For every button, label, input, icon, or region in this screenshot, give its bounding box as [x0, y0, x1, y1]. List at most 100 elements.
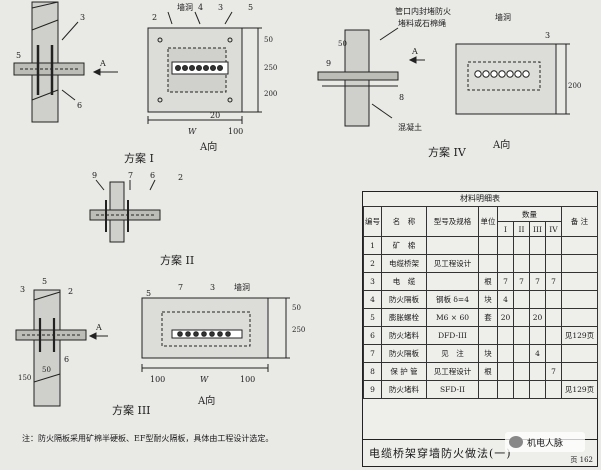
- callout-2d: 2: [68, 287, 73, 296]
- cell-spec: 钢板 δ=4: [426, 290, 479, 309]
- direction-a-3: A: [95, 323, 102, 332]
- callout-7b: 7: [178, 283, 183, 292]
- dim-200: 200: [264, 90, 277, 98]
- cell-spec: DFD-III: [426, 326, 479, 345]
- wall-hole-label-4: 墙洞: [495, 12, 511, 22]
- cell-unit: [478, 236, 498, 255]
- dim-100: 100: [228, 127, 243, 136]
- cell-qty-3: 7: [529, 272, 546, 291]
- cell-spec: [426, 272, 479, 291]
- callout-7: 7: [128, 171, 133, 180]
- scheme-2-labels: 9 7 6 2 方案 II: [92, 171, 194, 267]
- dim-50b: 50: [338, 40, 347, 48]
- cell-name: 防火隔板: [381, 344, 427, 363]
- cell-unit: 根: [478, 362, 498, 381]
- cell-qty-4: [545, 254, 562, 273]
- dim-100c: 100: [240, 375, 255, 384]
- sleeve-note-2: 堵料或石棉绳: [398, 18, 446, 28]
- cell-qty-2: 7: [513, 272, 530, 291]
- scheme-3-view-labels: 7 3 墙洞 5 100 W 100 A向 50 250: [146, 282, 305, 407]
- cell-spec: 见工程设计: [426, 362, 479, 381]
- callout-5: 5: [16, 51, 21, 60]
- dim-150: 150: [18, 374, 31, 382]
- cell-spec: 见 注: [426, 344, 479, 363]
- cell-unit: [478, 380, 498, 399]
- scheme-1-view-a: [147, 11, 262, 124]
- cell-qty-1: 4: [497, 290, 514, 309]
- callout-6: 6: [77, 101, 82, 110]
- drawing-title: 电缆桥架穿墙防火做法(一): [369, 447, 512, 460]
- cell-name: 电 缆: [381, 272, 427, 291]
- cell-qty-3: 4: [529, 344, 546, 363]
- scheme-2-title: 方案 II: [160, 253, 194, 267]
- callout-3: 3: [80, 13, 85, 22]
- dim-20: 20: [210, 111, 220, 120]
- qty-col-1: I: [497, 221, 514, 237]
- cell-spec: M6 × 60: [426, 308, 479, 327]
- cell-qty-4: [545, 236, 562, 255]
- cell-qty-3: [529, 254, 546, 273]
- callout-5d: 5: [42, 277, 47, 286]
- callout-3e: 3: [210, 283, 215, 292]
- scheme-4-title: 方案 IV: [428, 145, 467, 159]
- cell-no: 8: [363, 362, 382, 381]
- cell-name: 保 护 管: [381, 362, 427, 381]
- cell-qty-3: [529, 326, 546, 345]
- cell-spec: SFD-II: [426, 380, 479, 399]
- callout-9: 9: [326, 59, 331, 68]
- cell-no: 2: [363, 254, 382, 273]
- cell-qty-1: [497, 380, 514, 399]
- callout-8: 8: [399, 93, 404, 102]
- direction-a: A: [99, 59, 106, 68]
- wall-hole-label-3: 墙洞: [234, 282, 250, 292]
- cell-qty-2: [513, 326, 530, 345]
- dim-100b: 100: [150, 375, 165, 384]
- wall-hole-label: 墙洞: [177, 2, 193, 12]
- scheme-1-section: [13, 1, 118, 123]
- cell-no: 6: [363, 326, 382, 345]
- concrete-label: 混凝土: [398, 122, 422, 132]
- scheme-3-section: [15, 289, 108, 407]
- callout-2b: 2: [178, 173, 183, 182]
- scheme-3-title: 方案 III: [112, 403, 151, 417]
- cell-unit: [478, 326, 498, 345]
- dim-50d: 50: [292, 304, 301, 312]
- cell-qty-4: [545, 290, 562, 309]
- cell-remark: [561, 344, 598, 363]
- scheme-1-view-labels: 墙洞 4 3 5 2 W 20 100 A向 方案 I 50 250 200: [124, 2, 277, 165]
- cell-qty-2: [513, 254, 530, 273]
- cell-no: 7: [363, 344, 382, 363]
- header-remark: 备 注: [561, 206, 598, 237]
- callout-3c: 3: [545, 31, 550, 40]
- scheme-3-view-a: [141, 297, 290, 372]
- cell-qty-1: [497, 344, 514, 363]
- page-label: 页: [570, 456, 578, 464]
- materials-table-title: 材料明细表: [363, 192, 597, 207]
- cell-qty-4: [545, 308, 562, 327]
- scheme-3-labels: 3 5 2 6 A 50 150 方案 III: [18, 277, 151, 417]
- cell-qty-3: [529, 236, 546, 255]
- sleeve-note: 管口内封堵防火: [395, 6, 451, 16]
- header-qty: 数量: [497, 206, 562, 222]
- cell-no: 1: [363, 236, 382, 255]
- cell-qty-3: [529, 362, 546, 381]
- footnote: 注：防火隔板采用矿棉半硬板、EF型耐火隔板，具体由工程设计选定。: [22, 434, 274, 443]
- cell-name: 防火隔板: [381, 290, 427, 309]
- cell-qty-2: [513, 290, 530, 309]
- scheme-2-section: [89, 179, 161, 243]
- cell-qty-4: 7: [545, 272, 562, 291]
- cell-remark: [561, 362, 598, 381]
- cell-qty-4: [545, 380, 562, 399]
- cell-unit: 根: [478, 272, 498, 291]
- scheme-1-callouts: 3 5 6 A: [16, 13, 106, 110]
